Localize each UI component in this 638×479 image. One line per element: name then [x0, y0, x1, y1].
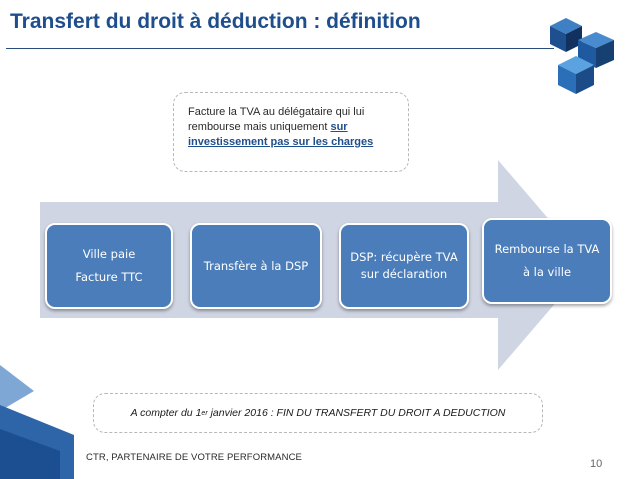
step-3-line-1: DSP: récupère TVA	[350, 250, 458, 265]
step-box-2: Transfère à la DSP	[190, 223, 322, 309]
page-number: 10	[590, 458, 603, 470]
footer-tagline: CTR, PARTENAIRE DE VOTRE PERFORMANCE	[86, 452, 302, 463]
step-4-line-1: Rembourse la TVA	[494, 242, 600, 257]
step-box-3: DSP: récupère TVA sur déclaration	[339, 223, 469, 309]
slide-title: Transfert du droit à déduction : définit…	[10, 10, 421, 33]
banner-superscript: er	[201, 409, 208, 417]
step-box-4: Rembourse la TVA à la ville	[482, 218, 612, 304]
step-3-line-2: sur déclaration	[360, 267, 448, 281]
banner-text-start: A compter du 1	[130, 407, 202, 419]
blue-corner-shape-icon	[0, 365, 74, 479]
step-2-line-1: Transfère à la DSP	[203, 258, 309, 273]
step-box-1: Ville paie Facture TTC	[45, 223, 173, 309]
note-callout: Facture la TVA au délégataire qui lui re…	[173, 92, 409, 172]
banner-text-end: janvier 2016 : FIN DU TRANSFERT DU DROIT…	[207, 407, 506, 419]
step-1-line-1: Ville paie	[82, 247, 136, 262]
blue-cubes-logo-icon	[550, 18, 614, 94]
title-divider	[6, 48, 554, 49]
step-1-line-2: Facture TTC	[75, 270, 143, 284]
note-highlight: sur investissement pas sur les charges	[188, 120, 374, 148]
step-4-line-2: à la ville	[522, 265, 572, 279]
note-text: Facture la TVA au délégataire qui lui re…	[188, 106, 365, 133]
